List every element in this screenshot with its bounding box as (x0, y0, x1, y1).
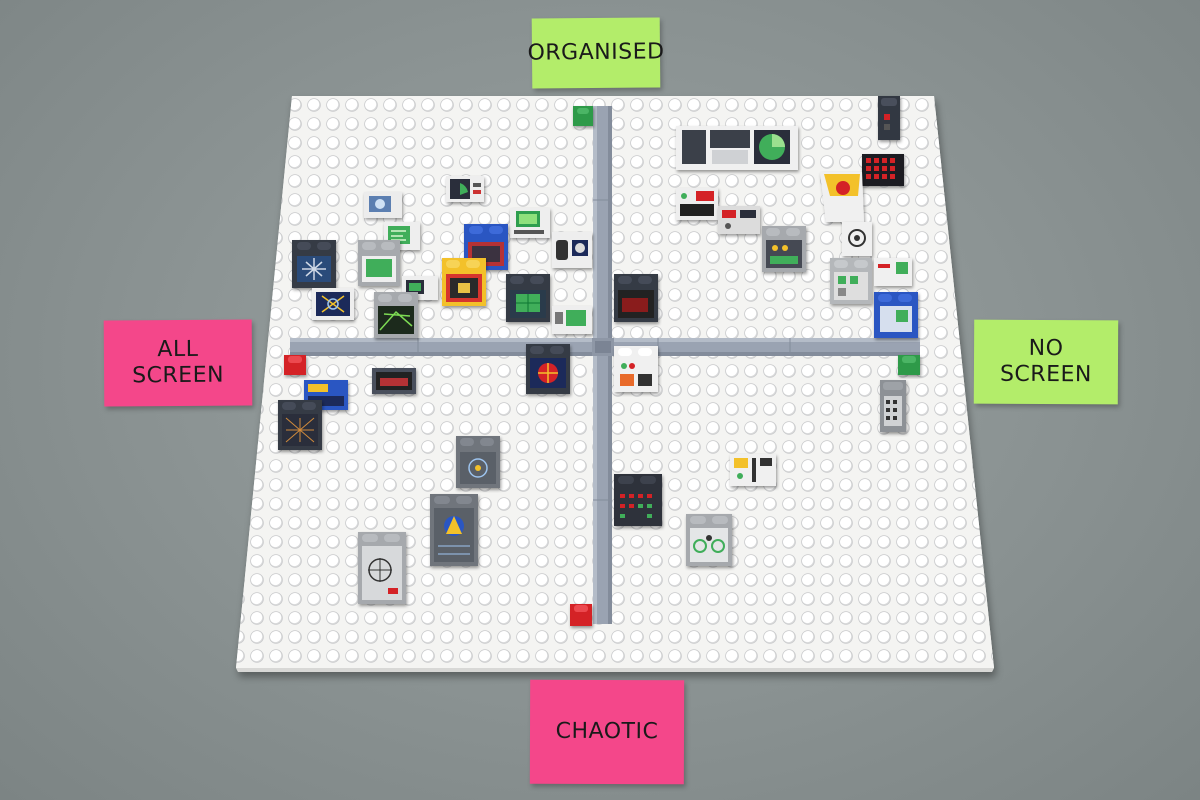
tile-dark-button-board (614, 474, 662, 526)
tile-grey-crosshair (456, 436, 500, 488)
horizontal-axis (290, 338, 920, 356)
end-brick-top-green (573, 106, 593, 126)
tile-dark-radar-brick (506, 274, 550, 322)
sticky-note-organised: ORGANISED (527, 17, 665, 89)
tile-small-green-led (402, 276, 438, 300)
tile-red-car-screen (372, 368, 416, 394)
end-brick-right-green (898, 355, 920, 375)
sticky-note-chaotic: CHAOTIC (529, 679, 685, 785)
tile-green-map (374, 292, 418, 338)
tile-small-monitor (364, 192, 402, 218)
tile-dark-slope-left (292, 240, 336, 288)
tile-dial-white (842, 222, 872, 256)
tile-blue-slope-right (874, 292, 918, 338)
tile-grey-button-panel (830, 258, 872, 304)
tile-green-panel (510, 208, 550, 238)
tile-dark-orange-grid (278, 400, 322, 450)
end-brick-bottom-red (570, 604, 592, 626)
tile-grey-circuit (430, 494, 478, 566)
tile-large-control-console (676, 126, 798, 170)
tile-phone-panel (552, 232, 592, 268)
tile-white-switch-panel (730, 454, 776, 486)
tile-dark-corner-brick (878, 96, 900, 140)
tile-grey-monitor (358, 240, 400, 286)
tile-yellow-brick (442, 258, 486, 306)
tile-white-small-panel (874, 258, 912, 286)
tile-button-grid (862, 154, 904, 186)
tile-red-sun-slope (820, 172, 864, 222)
sticky-note-all-screen: ALL SCREEN (103, 319, 253, 407)
tile-yellow-blue-panel (312, 288, 354, 320)
vertical-axis (593, 106, 612, 624)
tile-dark-red-display (614, 274, 658, 322)
tile-grey-meter (718, 206, 760, 234)
sticky-note-no-screen: NO SCREEN (973, 319, 1119, 405)
tile-center-dial-brick (526, 344, 570, 394)
tile-red-digit-panel (676, 188, 718, 220)
tile-center-white-panel (614, 346, 658, 392)
end-brick-left-red (284, 355, 306, 375)
tile-grey-green-screen (762, 226, 806, 272)
tile-grey-target (358, 532, 406, 604)
tile-small-screen-center (552, 306, 592, 334)
tile-radar-small (446, 176, 484, 202)
tile-grey-controller (686, 514, 732, 566)
tile-grey-keypad (880, 380, 906, 432)
